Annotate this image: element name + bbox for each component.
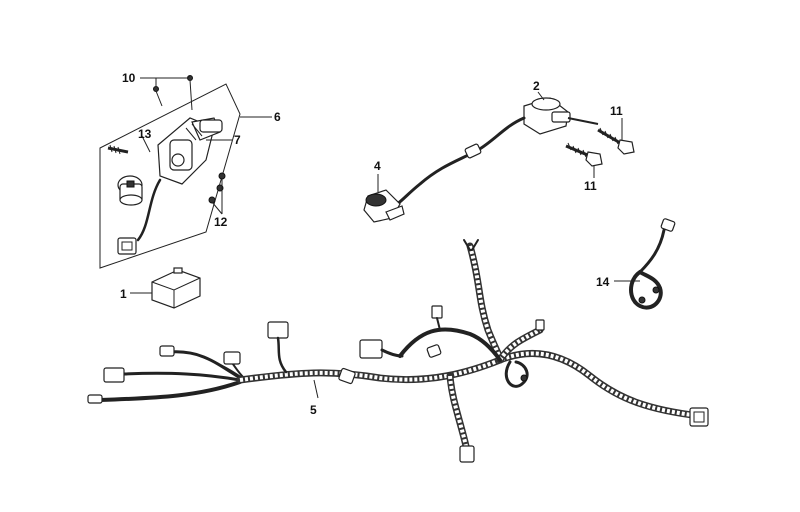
callout-6: 6	[274, 110, 281, 124]
connector-left-d	[87, 394, 103, 404]
switch-connector	[117, 237, 137, 255]
callout-1: 1	[120, 287, 127, 301]
connector-right	[689, 407, 709, 427]
connector-left-c	[223, 351, 241, 365]
callout-5: 5	[310, 403, 317, 417]
lock-pin	[107, 144, 129, 155]
screw-10-leaders	[155, 79, 193, 111]
connector-left-a	[103, 367, 125, 383]
connector-top-left	[267, 321, 289, 339]
ignition-coil	[523, 97, 599, 135]
callout-13: 13	[138, 127, 152, 141]
callout-14: 14	[596, 275, 610, 289]
leaders-ignition	[140, 75, 272, 215]
spark-plug-cap	[363, 189, 405, 223]
switch-wire	[136, 178, 162, 242]
ignition-switch-group	[99, 75, 241, 269]
relay-box	[151, 267, 201, 309]
lead-clamp	[464, 143, 482, 159]
ignition-switch-body	[157, 117, 223, 185]
high-tension-lead	[388, 116, 526, 210]
connector-left-b	[159, 345, 175, 357]
callout-10: 10	[122, 71, 136, 85]
callout-11-lower: 11	[584, 179, 597, 193]
callout-4: 4	[374, 159, 381, 173]
main-wire-harness	[87, 239, 709, 463]
bolt-11-lower	[565, 142, 603, 167]
leader-5	[313, 379, 319, 399]
connector-center	[359, 339, 383, 359]
callout-12: 12	[214, 215, 228, 229]
screw-10-left	[153, 86, 159, 92]
key-lock-cylinder	[117, 175, 143, 206]
leaders-coil	[377, 91, 623, 192]
sub-harness	[629, 218, 676, 310]
callout-7: 7	[234, 133, 241, 147]
bolt-11-upper	[597, 127, 635, 155]
connector-bottom	[459, 445, 475, 463]
callout-2: 2	[533, 79, 540, 93]
callout-11-upper: 11	[610, 104, 623, 118]
